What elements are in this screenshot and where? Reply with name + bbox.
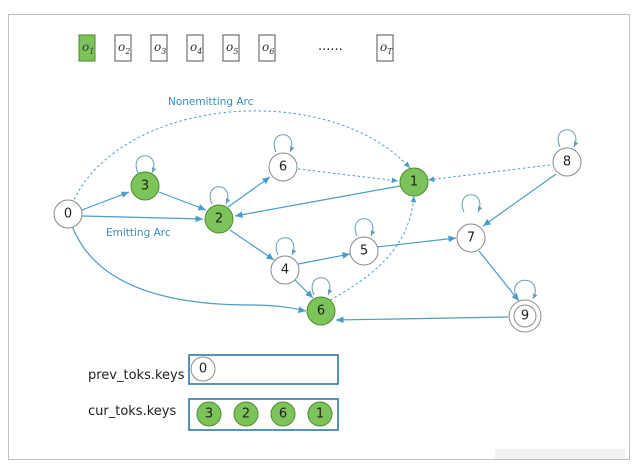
cur-toks-tokens: 3 2 6 1: [196, 401, 333, 427]
nonemitting-arc-0-to-1: [71, 110, 411, 205]
state-node-9: 9: [508, 299, 542, 333]
state-node-4: 4: [270, 255, 300, 285]
self-loop-9: [514, 279, 538, 300]
state-node-6-active: 6: [306, 296, 336, 326]
self-loop-4: [275, 237, 297, 256]
token-3: 3: [196, 401, 222, 427]
emitting-arc-9-to-6b: [335, 316, 509, 324]
state-node-8: 8: [552, 147, 582, 177]
emitting-arc-1-to-2: [234, 185, 401, 218]
token-1: 1: [307, 401, 333, 427]
observation-4: o4: [186, 34, 204, 62]
emitting-arc-3-to-2: [158, 191, 207, 211]
nonemitting-arc-6-to-1: [297, 168, 399, 184]
state-node-0: 0: [53, 199, 83, 229]
state-label: 8: [563, 155, 571, 170]
self-loop-2: [209, 186, 231, 205]
state-node-6: 6: [268, 152, 298, 182]
state-label: 2: [215, 212, 223, 227]
emitting-arc-label: Emitting Arc: [106, 227, 171, 239]
edges: [71, 110, 557, 324]
emitting-arc-0-to-6b: [71, 225, 307, 314]
self-loop-3: [135, 155, 157, 174]
state-label: 9: [521, 309, 529, 324]
observation-box: [222, 34, 240, 62]
state-label: 6: [279, 160, 287, 175]
nonemitting-arc-label: Nonemitting Arc: [168, 96, 254, 108]
emitting-arc-4-to-6b: [291, 276, 314, 299]
state-nodes: 0 3 2 6 1 8 4 5 7 6 9: [53, 147, 582, 333]
token-2: 2: [233, 401, 259, 427]
self-loop-6b: [311, 277, 333, 296]
self-loop-5: [354, 218, 376, 237]
observation-box: [114, 34, 132, 62]
state-label: 1: [410, 175, 418, 190]
state-label: 5: [360, 244, 368, 259]
state-node-1-active: 1: [399, 167, 429, 197]
emitting-arc-2-to-6: [227, 176, 271, 208]
nonemitting-arc-6b-to-1: [329, 195, 417, 301]
emitting-arc-0-to-2: [81, 215, 204, 223]
token-label: 3: [205, 407, 213, 422]
state-label: 6: [317, 304, 325, 319]
observation-ellipsis: ......: [318, 39, 343, 54]
cur-toks-label: cur_toks.keys: [88, 404, 176, 419]
self-loop-6: [273, 134, 295, 153]
prev-toks-tokens: 0: [190, 356, 216, 382]
observation-2: o2: [114, 34, 132, 62]
emitting-arc-5-to-7: [376, 235, 457, 248]
prev-toks-box: [188, 354, 339, 385]
state-node-2-active: 2: [204, 204, 234, 234]
observation-box: [376, 34, 394, 62]
observation-6: o6: [258, 34, 276, 62]
nonemitting-arc-8-to-1: [427, 164, 551, 183]
token-label: 6: [279, 407, 287, 422]
state-label: 7: [467, 231, 475, 246]
observation-box: [258, 34, 276, 62]
emitting-arc-7-to-9: [478, 250, 520, 302]
observation-sequence: o1 o2 o3 o4 o5 o6 oT: [78, 34, 394, 62]
observation-3: o3: [150, 34, 168, 62]
diagram-frame: [8, 14, 630, 460]
observation-box: [78, 34, 96, 62]
token-label: 1: [316, 407, 324, 422]
state-label: 0: [64, 207, 72, 222]
state-node-3-active: 3: [130, 171, 160, 201]
state-label: 3: [141, 179, 149, 194]
prev-toks-label: prev_toks.keys: [88, 368, 185, 383]
token-6: 6: [270, 401, 296, 427]
token-0: 0: [190, 356, 216, 382]
self-loops: [135, 129, 579, 300]
observation-box: [150, 34, 168, 62]
observation-7: oT: [376, 34, 394, 62]
self-loop-7: [461, 194, 483, 213]
emitting-arc-0-to-3: [81, 191, 130, 211]
observation-box: [186, 34, 204, 62]
token-label: 2: [242, 407, 250, 422]
emitting-arc-2-to-4: [229, 229, 275, 261]
observation-5: o5: [222, 34, 240, 62]
token-label: 0: [199, 362, 207, 377]
state-node-7: 7: [456, 223, 486, 253]
state-label: 4: [281, 263, 289, 278]
observation-1: o1: [78, 34, 96, 62]
emitting-arc-4-to-5: [297, 252, 351, 265]
watermark: [495, 449, 625, 459]
self-loop-8: [557, 129, 579, 148]
state-node-5: 5: [349, 236, 379, 266]
emitting-arc-8-to-7: [482, 173, 557, 227]
